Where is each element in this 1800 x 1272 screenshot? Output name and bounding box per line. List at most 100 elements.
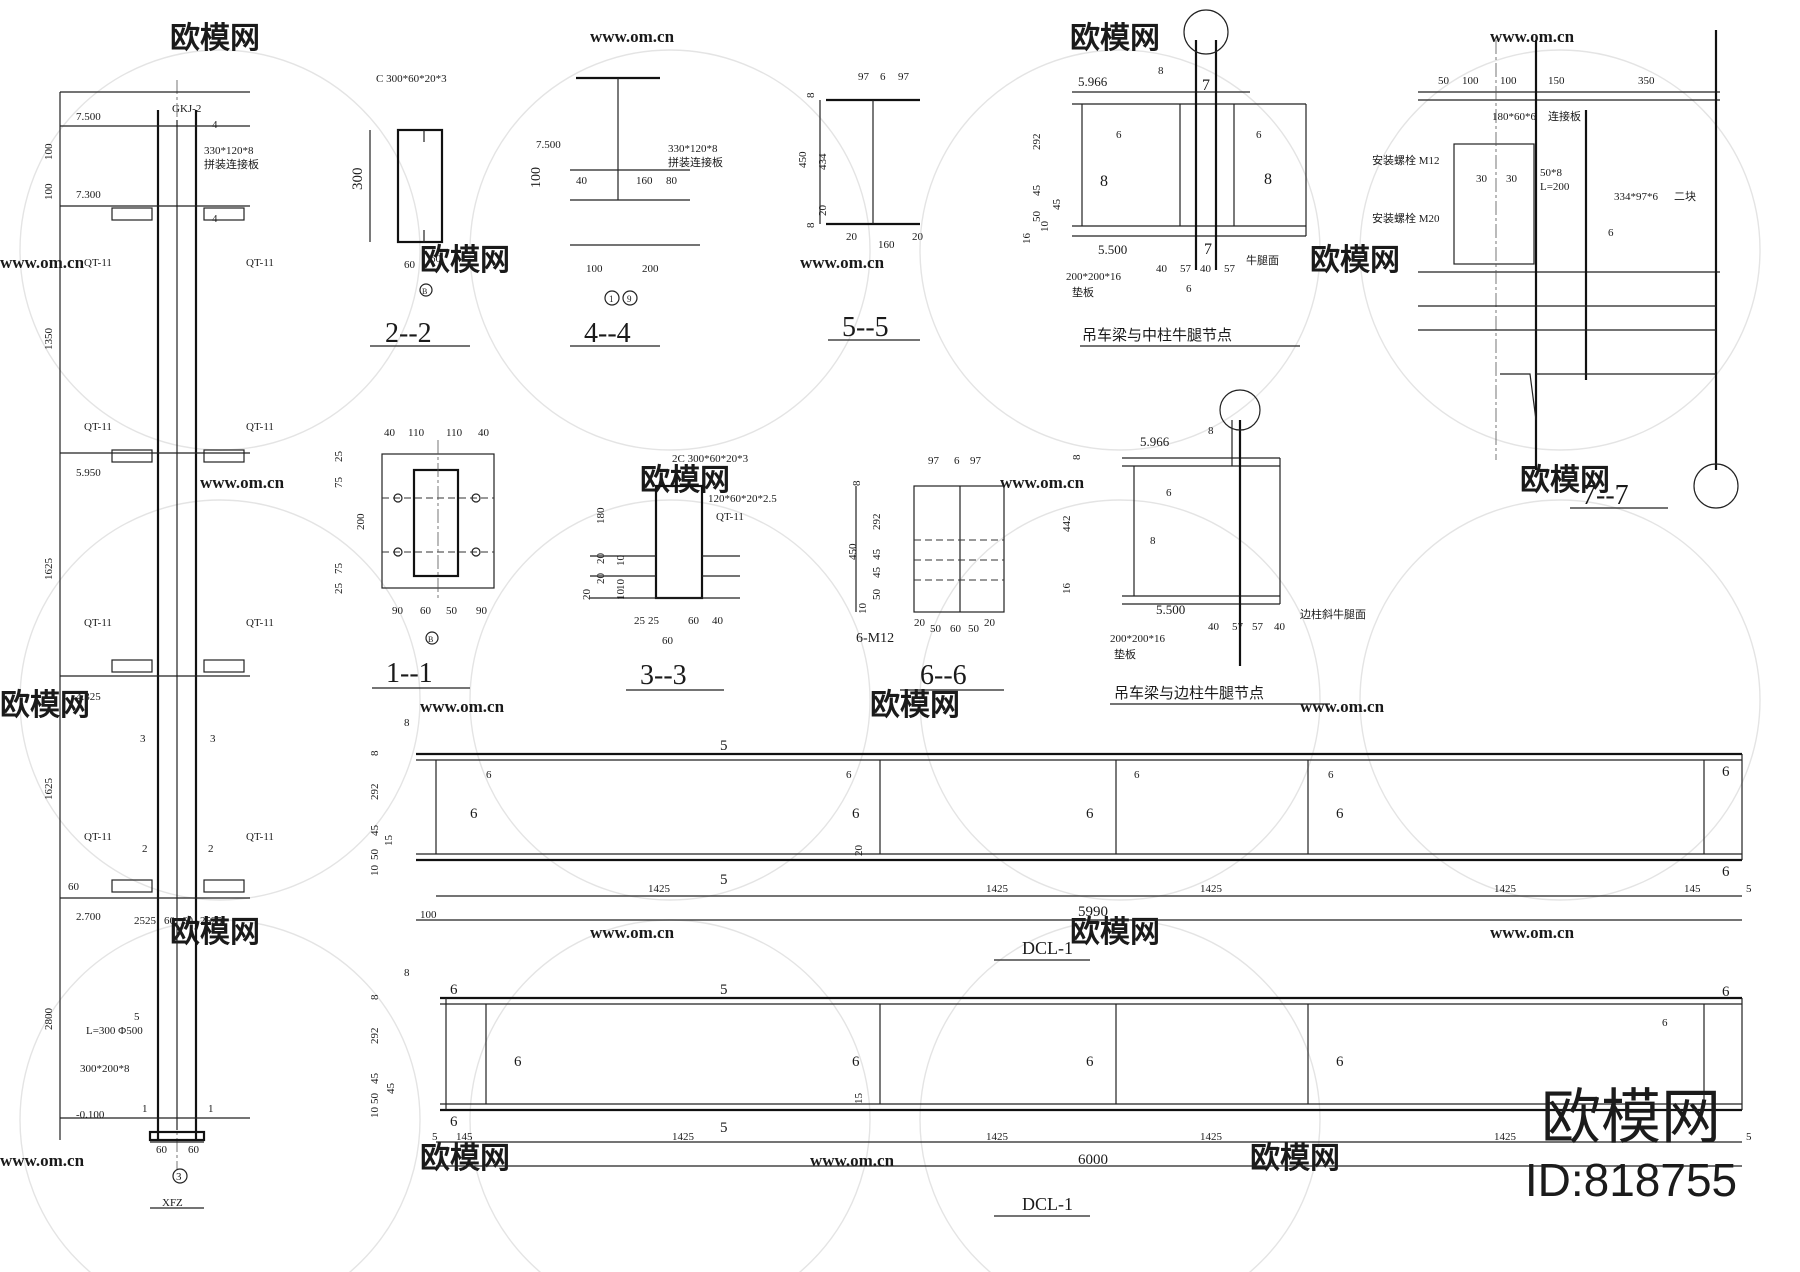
- svg-text:6: 6: [880, 71, 886, 83]
- joint-mid-column: 5.966 5.500 200*200*16 垫板 牛腿面 292 45 50 …: [1021, 9, 1307, 347]
- svg-text:292: 292: [369, 784, 381, 801]
- svg-text:45: 45: [1031, 185, 1043, 197]
- svg-text:5.500: 5.500: [1098, 242, 1127, 257]
- column-brackets: QT-11 QT-11 QT-11 QT-11 QT-11 QT-11 QT-1…: [84, 207, 274, 893]
- bracket-label: QT-11: [246, 617, 274, 629]
- svg-text:30: 30: [1476, 173, 1488, 185]
- svg-text:180: 180: [595, 507, 607, 524]
- svg-text:1: 1: [609, 294, 614, 304]
- watermark-url: www.om.cn: [590, 923, 675, 942]
- svg-text:25: 25: [634, 615, 646, 627]
- section-1-1: 40 110 110 40 25 75 200 75 25 90 60 50 9…: [333, 427, 495, 689]
- svg-text:7: 7: [1202, 77, 1210, 94]
- svg-text:8: 8: [1071, 454, 1083, 460]
- svg-text:1425: 1425: [1200, 883, 1223, 895]
- svg-text:5: 5: [720, 872, 728, 888]
- svg-text:40: 40: [576, 175, 588, 187]
- watermark-logo: 欧模网: [170, 916, 260, 949]
- svg-text:100: 100: [420, 909, 437, 921]
- svg-text:6: 6: [1608, 227, 1614, 239]
- svg-text:6: 6: [470, 806, 478, 822]
- svg-text:50: 50: [1031, 211, 1043, 223]
- base-dim: 60: [156, 1144, 168, 1156]
- watermark-url: www.om.cn: [1490, 27, 1575, 46]
- svg-text:6: 6: [450, 982, 458, 998]
- svg-text:145: 145: [456, 1131, 473, 1143]
- svg-text:20: 20: [914, 617, 926, 629]
- column-heights: 100 100 1350 1625 1625 2800: [43, 143, 55, 1030]
- svg-text:57: 57: [1232, 621, 1244, 633]
- svg-text:6-M12: 6-M12: [856, 631, 894, 646]
- svg-text:150: 150: [1548, 75, 1565, 87]
- svg-text:6: 6: [1722, 864, 1730, 880]
- elevation-label: 7.300: [76, 189, 101, 201]
- section-7-7: 50 100 100 150 350 180*60*6 连接板 安装螺栓 M12…: [1372, 30, 1739, 511]
- svg-text:8: 8: [369, 994, 381, 1000]
- svg-text:97: 97: [858, 71, 870, 83]
- svg-text:5: 5: [1746, 883, 1752, 895]
- section-title: 5--5: [842, 312, 889, 343]
- svg-text:100: 100: [529, 167, 544, 188]
- elevation-label: 7.500: [76, 111, 101, 123]
- svg-text:8: 8: [369, 750, 381, 756]
- svg-text:16: 16: [1021, 233, 1033, 245]
- height-dim: 100: [43, 143, 55, 160]
- svg-text:450: 450: [797, 151, 809, 168]
- svg-text:6: 6: [1186, 283, 1192, 295]
- svg-text:20: 20: [984, 617, 996, 629]
- svg-text:200: 200: [642, 263, 659, 275]
- svg-text:25: 25: [648, 615, 660, 627]
- svg-text:6: 6: [1722, 764, 1730, 780]
- svg-text:97: 97: [970, 455, 982, 467]
- svg-text:8: 8: [851, 480, 863, 486]
- watermark-layer: 欧模网 欧模网 www.om.cn www.om.cn www.om.cn 欧模…: [0, 22, 1610, 1175]
- svg-text:40: 40: [384, 427, 396, 439]
- watermark-url: www.om.cn: [800, 253, 885, 272]
- svg-text:75: 75: [333, 477, 345, 489]
- svg-text:30: 30: [1506, 173, 1518, 185]
- svg-text:200: 200: [355, 513, 367, 530]
- svg-text:20: 20: [581, 589, 593, 601]
- section-title: 2--2: [385, 318, 432, 349]
- elevation-label: -0.100: [76, 1109, 105, 1121]
- svg-text:8: 8: [404, 967, 410, 979]
- watermark-url: www.om.cn: [1300, 697, 1385, 716]
- svg-text:1425: 1425: [648, 883, 671, 895]
- svg-text:60: 60: [688, 615, 700, 627]
- watermark-logo: 欧模网: [1250, 1142, 1340, 1175]
- svg-text:5: 5: [720, 1120, 728, 1136]
- svg-text:20: 20: [846, 231, 858, 243]
- watermark-url: www.om.cn: [420, 697, 505, 716]
- svg-text:5: 5: [720, 982, 728, 998]
- height-dim: 100: [43, 183, 55, 200]
- svg-text:97: 97: [928, 455, 940, 467]
- section-title: 3--3: [640, 660, 687, 691]
- svg-text:B: B: [422, 287, 427, 296]
- svg-text:20: 20: [912, 231, 924, 243]
- plate-note: 300*200*8: [80, 1063, 130, 1075]
- watermark-url: www.om.cn: [590, 27, 675, 46]
- svg-text:50: 50: [1438, 75, 1450, 87]
- svg-text:垫板: 垫板: [1072, 285, 1094, 299]
- svg-text:1425: 1425: [1494, 883, 1517, 895]
- svg-text:B: B: [428, 635, 433, 644]
- svg-text:75: 75: [333, 563, 345, 575]
- plate-note: L=300 Φ500: [86, 1025, 143, 1037]
- svg-text:7.500: 7.500: [536, 139, 561, 151]
- svg-text:5: 5: [720, 738, 728, 754]
- section-6-6: 97 6 97 8 292 450 45 45 50 10 20 50 60 5…: [847, 455, 1005, 691]
- section-mark: 2: [208, 843, 214, 855]
- svg-text:300: 300: [350, 168, 366, 191]
- svg-text:20: 20: [595, 573, 607, 585]
- svg-text:60: 60: [404, 259, 416, 271]
- elevation-label: 5.950: [76, 467, 101, 479]
- stiff-dim: 60: [68, 881, 80, 893]
- svg-text:50: 50: [369, 849, 381, 861]
- svg-text:200*200*16: 200*200*16: [1110, 633, 1166, 645]
- svg-text:45: 45: [385, 1083, 397, 1095]
- svg-text:50: 50: [369, 1093, 381, 1105]
- svg-text:6: 6: [852, 806, 860, 822]
- elevation-label: 2.700: [76, 911, 101, 923]
- svg-text:1425: 1425: [1200, 1131, 1223, 1143]
- svg-text:292: 292: [871, 514, 883, 531]
